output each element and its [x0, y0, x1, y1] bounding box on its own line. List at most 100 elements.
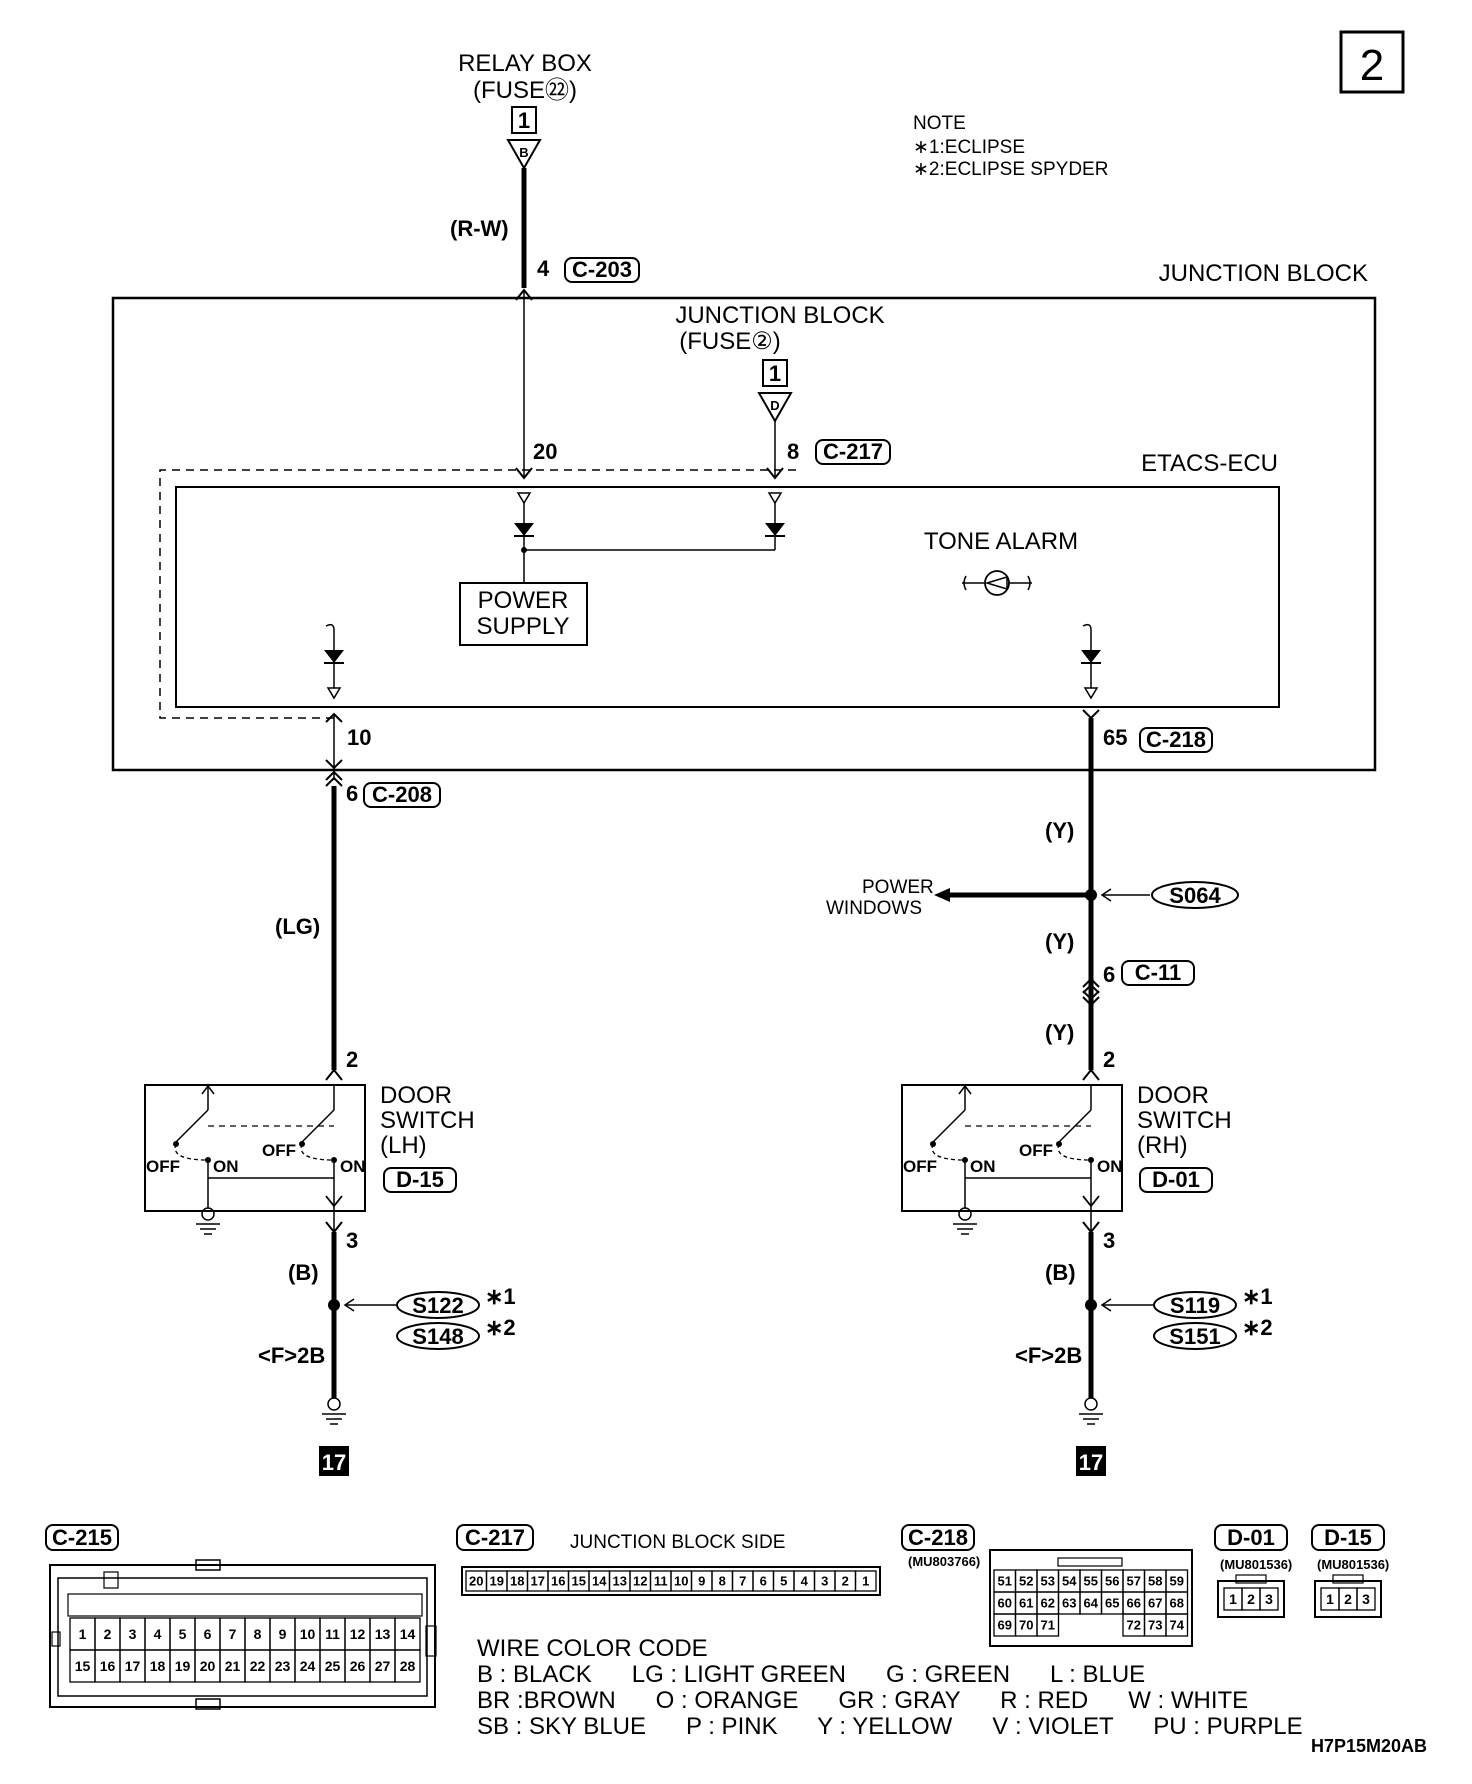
diode-rh-input: [1081, 650, 1101, 663]
left-pin-10: 10: [347, 725, 371, 750]
c217-pin-2: 2: [842, 1574, 849, 1589]
c217-pin-7: 7: [739, 1574, 746, 1589]
c218-pin-60: 60: [998, 1596, 1012, 1611]
c217-pin-13: 13: [613, 1574, 627, 1589]
c215-pin-17: 17: [125, 1658, 141, 1674]
power-windows-line-1: POWER: [862, 877, 934, 898]
connector-c215-label: C-215: [52, 1525, 112, 1550]
relay-box-tri-letter: B: [519, 145, 528, 160]
connector-c218-part: (MU803766): [908, 1554, 980, 1569]
connector-c217-label-frame: [456, 1524, 534, 1551]
power-supply-line-2: SUPPLY: [477, 613, 570, 640]
lh-off-a: OFF: [146, 1157, 180, 1176]
d15-pin-1: 1: [1326, 1591, 1334, 1607]
c217-pin-15: 15: [572, 1574, 586, 1589]
right-ground-ref: <F>2B: [1015, 1343, 1082, 1368]
d15-pin-3: 3: [1362, 1591, 1370, 1607]
jb-fuse-number: (FUSE②): [679, 328, 781, 355]
c218-pin-57: 57: [1127, 1574, 1141, 1589]
connector-c218: C-218: [1146, 727, 1206, 752]
note-line-1: ∗1:ECLIPSE: [913, 137, 1025, 158]
splice-s064-frame: [1151, 881, 1239, 909]
c218-pin-54: 54: [1062, 1574, 1077, 1589]
c215-pin-22: 22: [250, 1658, 266, 1674]
jb-tri-letter: D: [770, 398, 779, 413]
pin20-arrow: [515, 467, 533, 480]
tone-alarm-label: TONE ALARM: [924, 528, 1078, 555]
door-switch-rh-contacts: [930, 1084, 1100, 1235]
connector-c218-frame: [1139, 727, 1213, 753]
rh-on-b: ON: [1097, 1157, 1123, 1176]
jb-num: 1: [769, 361, 781, 386]
left-switch-pin-2: 2: [346, 1047, 358, 1072]
connector-c218-label: C-218: [908, 1525, 968, 1550]
right-wire-2: (Y): [1045, 929, 1074, 954]
lh-off-b: OFF: [262, 1141, 296, 1160]
d01-pin-1: 1: [1229, 1591, 1237, 1607]
left-wire-color: (LG): [275, 914, 320, 939]
connector-c208-frame: [363, 782, 441, 808]
c218-pin-66: 66: [1127, 1596, 1141, 1611]
connector-c208: C-208: [372, 782, 432, 807]
etacs-input-arrow-left: [516, 492, 532, 505]
c217-pin-14: 14: [592, 1574, 607, 1589]
c217-pin-1-cell: [854, 1570, 877, 1592]
relay-box-fuse: (FUSE㉒): [473, 77, 577, 104]
c215-pin-16: 16: [100, 1658, 116, 1674]
connector-c11: C-11: [1135, 960, 1181, 985]
connector-c203: C-203: [572, 257, 632, 282]
page-badge-frame: [1339, 30, 1405, 94]
c218-pin-74: 74: [1170, 1618, 1185, 1633]
left-pin-6: 6: [346, 781, 358, 806]
wire-color-code-title: WIRE COLOR CODE: [477, 1635, 708, 1662]
c217-pin-11: 11: [654, 1574, 668, 1589]
relay-box-wire-color: (R-W): [450, 216, 509, 241]
etacs-ecu-label: ETACS-ECU: [1141, 450, 1278, 477]
splice-s122-note: ∗1: [485, 1284, 516, 1309]
c217-pin-6: 6: [760, 1574, 767, 1589]
splice-s148-note: ∗2: [485, 1315, 516, 1340]
junction-block-frame: [111, 296, 1377, 772]
c215-pin-20: 20: [200, 1658, 216, 1674]
c215-pin-5: 5: [179, 1626, 187, 1642]
right-ground-num: 17: [1079, 1450, 1103, 1475]
c218-pin-72: 72: [1127, 1618, 1141, 1633]
diode-lh-input: [324, 650, 344, 663]
c218-pin-67: 67: [1148, 1596, 1162, 1611]
connector-d15-label-frame: [1311, 1524, 1385, 1551]
splice-s122: S122: [412, 1293, 463, 1318]
door-switch-lh-title-2: SWITCH: [380, 1107, 475, 1134]
connector-d01-frame: [1139, 1167, 1213, 1193]
rh-off-a: OFF: [903, 1157, 937, 1176]
connector-c215-label-frame: [45, 1524, 119, 1551]
connector-d15-part: (MU801536): [1317, 1557, 1389, 1572]
ground-box-right: [1076, 1446, 1106, 1476]
figure-code: H7P15M20AB: [1311, 1736, 1427, 1756]
diode-left: [514, 523, 534, 536]
c215-pin-25: 25: [325, 1658, 341, 1674]
splice-s122-frame: [396, 1291, 480, 1319]
connector-d15-label: D-15: [1324, 1525, 1372, 1550]
relay-box-pin: 4: [537, 256, 550, 281]
connector-d15: D-15: [396, 1167, 444, 1192]
junction-block-label: JUNCTION BLOCK: [1159, 260, 1368, 287]
pin-20: 20: [533, 439, 557, 464]
c217-pin-9: 9: [698, 1574, 705, 1589]
right-switch-pin-3: 3: [1103, 1228, 1115, 1253]
c215-pin-13: 13: [375, 1626, 391, 1642]
left-wire-b: (B): [288, 1260, 319, 1285]
left-splice-dot: [328, 1299, 340, 1311]
c215-pin-21: 21: [225, 1658, 241, 1674]
c217-pin-4: 4: [801, 1574, 809, 1589]
c218-pin-74-cell: [1165, 1613, 1189, 1637]
splice-s119-note: ∗1: [1242, 1284, 1273, 1309]
c218-pin-65: 65: [1105, 1596, 1119, 1611]
c215-pin-1: 1: [79, 1626, 87, 1642]
pin8-arrow: [766, 467, 784, 480]
jb-fuse-title: JUNCTION BLOCK: [675, 302, 884, 329]
connector-c203-frame: [564, 257, 640, 283]
c215-pin-7: 7: [229, 1626, 237, 1642]
etacs-input-arrow-right: [767, 492, 783, 505]
